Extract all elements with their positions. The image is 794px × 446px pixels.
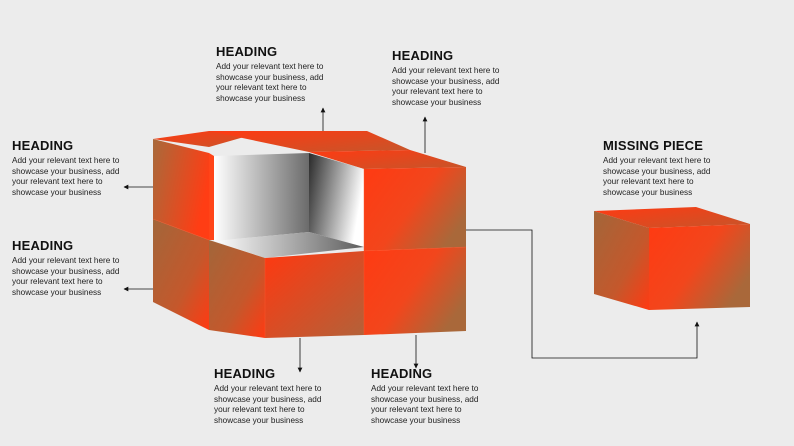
main-cube — [152, 131, 467, 338]
block-bottom-right: HEADING Add your relevant text here to s… — [371, 366, 489, 426]
block-missing-piece: MISSING PIECE Add your relevant text her… — [603, 138, 721, 198]
heading-top-left: HEADING — [216, 44, 278, 59]
cube-lower-right-front — [364, 247, 466, 335]
cube-front-upper-left — [209, 153, 214, 240]
text-bottom-left: Add your relevant text here to showcase … — [214, 384, 322, 425]
text-left-lower: Add your relevant text here to showcase … — [12, 256, 120, 297]
heading-left-upper: HEADING — [12, 138, 74, 153]
text-left-upper: Add your relevant text here to showcase … — [12, 156, 120, 197]
text-top-left: Add your relevant text here to showcase … — [216, 62, 324, 103]
cube-top-back-piece — [209, 131, 410, 152]
block-top-left: HEADING Add your relevant text here to s… — [216, 44, 334, 104]
connector-lines — [123, 107, 700, 373]
heading-bottom-right: HEADING — [371, 366, 433, 381]
hollow-floor — [214, 232, 364, 258]
missing-piece-front — [649, 224, 750, 310]
hollow-left-wall — [214, 153, 309, 241]
cube-left-face-upper — [153, 139, 209, 240]
cube-lower-mid-side — [209, 240, 265, 338]
heading-bottom-left: HEADING — [214, 366, 276, 381]
heading-top-right: HEADING — [392, 48, 454, 63]
missing-piece-top — [594, 207, 750, 228]
cube-lower-mid-front — [265, 251, 364, 338]
cube-top-right-piece — [309, 150, 466, 169]
arrow-missing-piece — [466, 229, 700, 359]
block-left-upper: HEADING Add your relevant text here to s… — [12, 138, 130, 198]
text-top-right: Add your relevant text here to showcase … — [392, 66, 500, 107]
cube-left-face-lower — [153, 219, 209, 330]
hollow-back-wall — [309, 153, 364, 247]
missing-piece-cube — [594, 207, 750, 310]
text-bottom-right: Add your relevant text here to showcase … — [371, 384, 479, 425]
block-left-lower: HEADING Add your relevant text here to s… — [12, 238, 130, 298]
block-top-right: HEADING Add your relevant text here to s… — [392, 48, 510, 108]
block-bottom-left: HEADING Add your relevant text here to s… — [214, 366, 332, 426]
heading-missing-piece: MISSING PIECE — [603, 138, 704, 153]
text-missing-piece: Add your relevant text here to showcase … — [603, 156, 711, 197]
missing-piece-side — [594, 211, 649, 310]
cube-right-upper-front — [364, 167, 466, 251]
heading-left-lower: HEADING — [12, 238, 74, 253]
